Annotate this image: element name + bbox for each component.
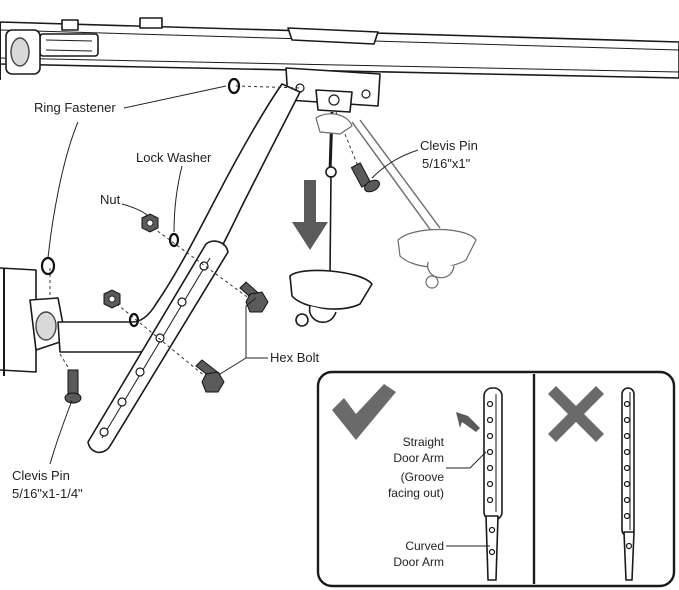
nut-upper [141, 213, 159, 233]
label-clevis-pin-top: Clevis Pin [420, 138, 478, 153]
pull-down-arrow [292, 180, 328, 250]
door-bracket [0, 267, 67, 376]
x-mark-icon [548, 386, 604, 442]
label-clevis-pin-bottom: Clevis Pin [12, 468, 70, 483]
inset-label-curved-2: Door Arm [393, 555, 444, 569]
label-clevis-pin-bottom-size: 5/16"x1-1/4" [12, 486, 83, 501]
inset-label-curved-1: Curved [405, 539, 444, 553]
label-nut: Nut [100, 192, 121, 207]
ring-fastener-top [227, 77, 241, 95]
lock-washer-lower [128, 312, 140, 328]
trolley-bracket [285, 67, 381, 113]
inset-label-straight-1: Straight [403, 435, 445, 449]
hex-bolt-lower [195, 359, 225, 393]
inset-label-straight-3: (Groove [401, 470, 445, 484]
hex-bolt-upper [239, 281, 269, 313]
checkmark-icon [332, 384, 396, 440]
correct-arm-assembly [456, 387, 503, 581]
nut-lower [103, 289, 121, 309]
clevis-pin-top [350, 162, 380, 193]
emergency-release-handle [289, 111, 373, 327]
straight-door-arm [87, 240, 229, 454]
opener-rail [0, 17, 679, 80]
ring-fastener-left [40, 256, 56, 276]
label-ring-fastener: Ring Fastener [34, 100, 116, 115]
inset-label-straight-4: facing out) [388, 486, 444, 500]
inset-label-straight-2: Door Arm [393, 451, 444, 465]
orientation-inset: Straight Door Arm (Groove facing out) Cu… [316, 370, 676, 588]
label-clevis-pin-top-size: 5/16"x1" [422, 156, 471, 171]
rail-end-pulley [0, 22, 41, 80]
released-handle-ghost [315, 113, 477, 289]
lock-washer-upper [168, 232, 180, 248]
label-hex-bolt: Hex Bolt [270, 350, 320, 365]
clevis-pin-bottom [64, 369, 82, 404]
leader-lines [47, 85, 419, 465]
label-lock-washer: Lock Washer [136, 150, 212, 165]
incorrect-arm-assembly [621, 387, 635, 581]
